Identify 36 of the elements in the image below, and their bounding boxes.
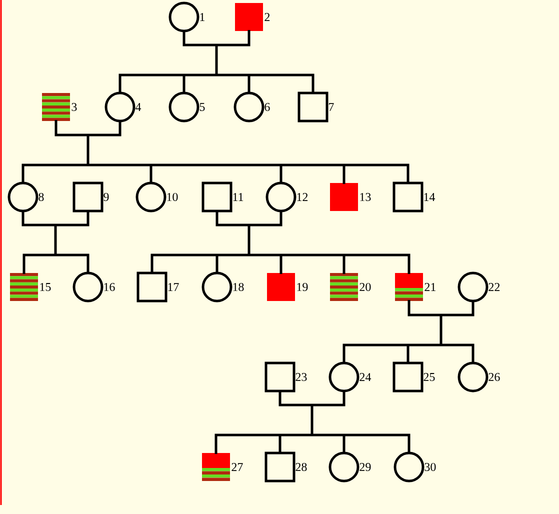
number-label: 7: [329, 103, 334, 111]
number-label: 9: [104, 192, 109, 202]
number-label: 23: [296, 372, 307, 382]
number-label: 3: [72, 102, 77, 112]
number-label: 8: [38, 192, 44, 202]
pedigree-line: [22, 211, 90, 274]
number-label: 5: [200, 103, 205, 111]
number-label: 18: [233, 282, 244, 292]
number-label: 25: [424, 372, 435, 382]
number-label: 16: [104, 282, 115, 292]
number-label: 10: [167, 192, 178, 202]
number-label: 1: [200, 13, 204, 21]
number-label: 30: [424, 462, 436, 472]
number-label: 22: [488, 283, 500, 291]
number-label: 29: [360, 462, 371, 472]
number-label: 19: [297, 282, 308, 292]
number-label: 17: [168, 283, 179, 291]
number-label: 20: [360, 282, 371, 292]
pedigree-line: [150, 211, 410, 274]
number-label: 13: [360, 192, 371, 202]
number-label: 27: [232, 463, 243, 471]
pedigree-line: [22, 120, 410, 184]
number-label: 26: [488, 372, 500, 382]
number-label: 11: [233, 193, 244, 201]
number-label: 28: [296, 462, 307, 472]
pedigree-line: [118, 30, 314, 93]
number-label: 14: [424, 193, 436, 201]
number-label: 2: [264, 13, 270, 21]
pedigree-line: [342, 300, 474, 363]
number-label: 12: [297, 193, 308, 201]
number-label: 24: [360, 373, 372, 381]
number-label: 4: [135, 103, 142, 111]
pedigree-line: [214, 391, 410, 454]
number-label: 6: [264, 102, 270, 112]
number-label: 21: [424, 283, 436, 291]
number-label: 15: [40, 282, 51, 292]
